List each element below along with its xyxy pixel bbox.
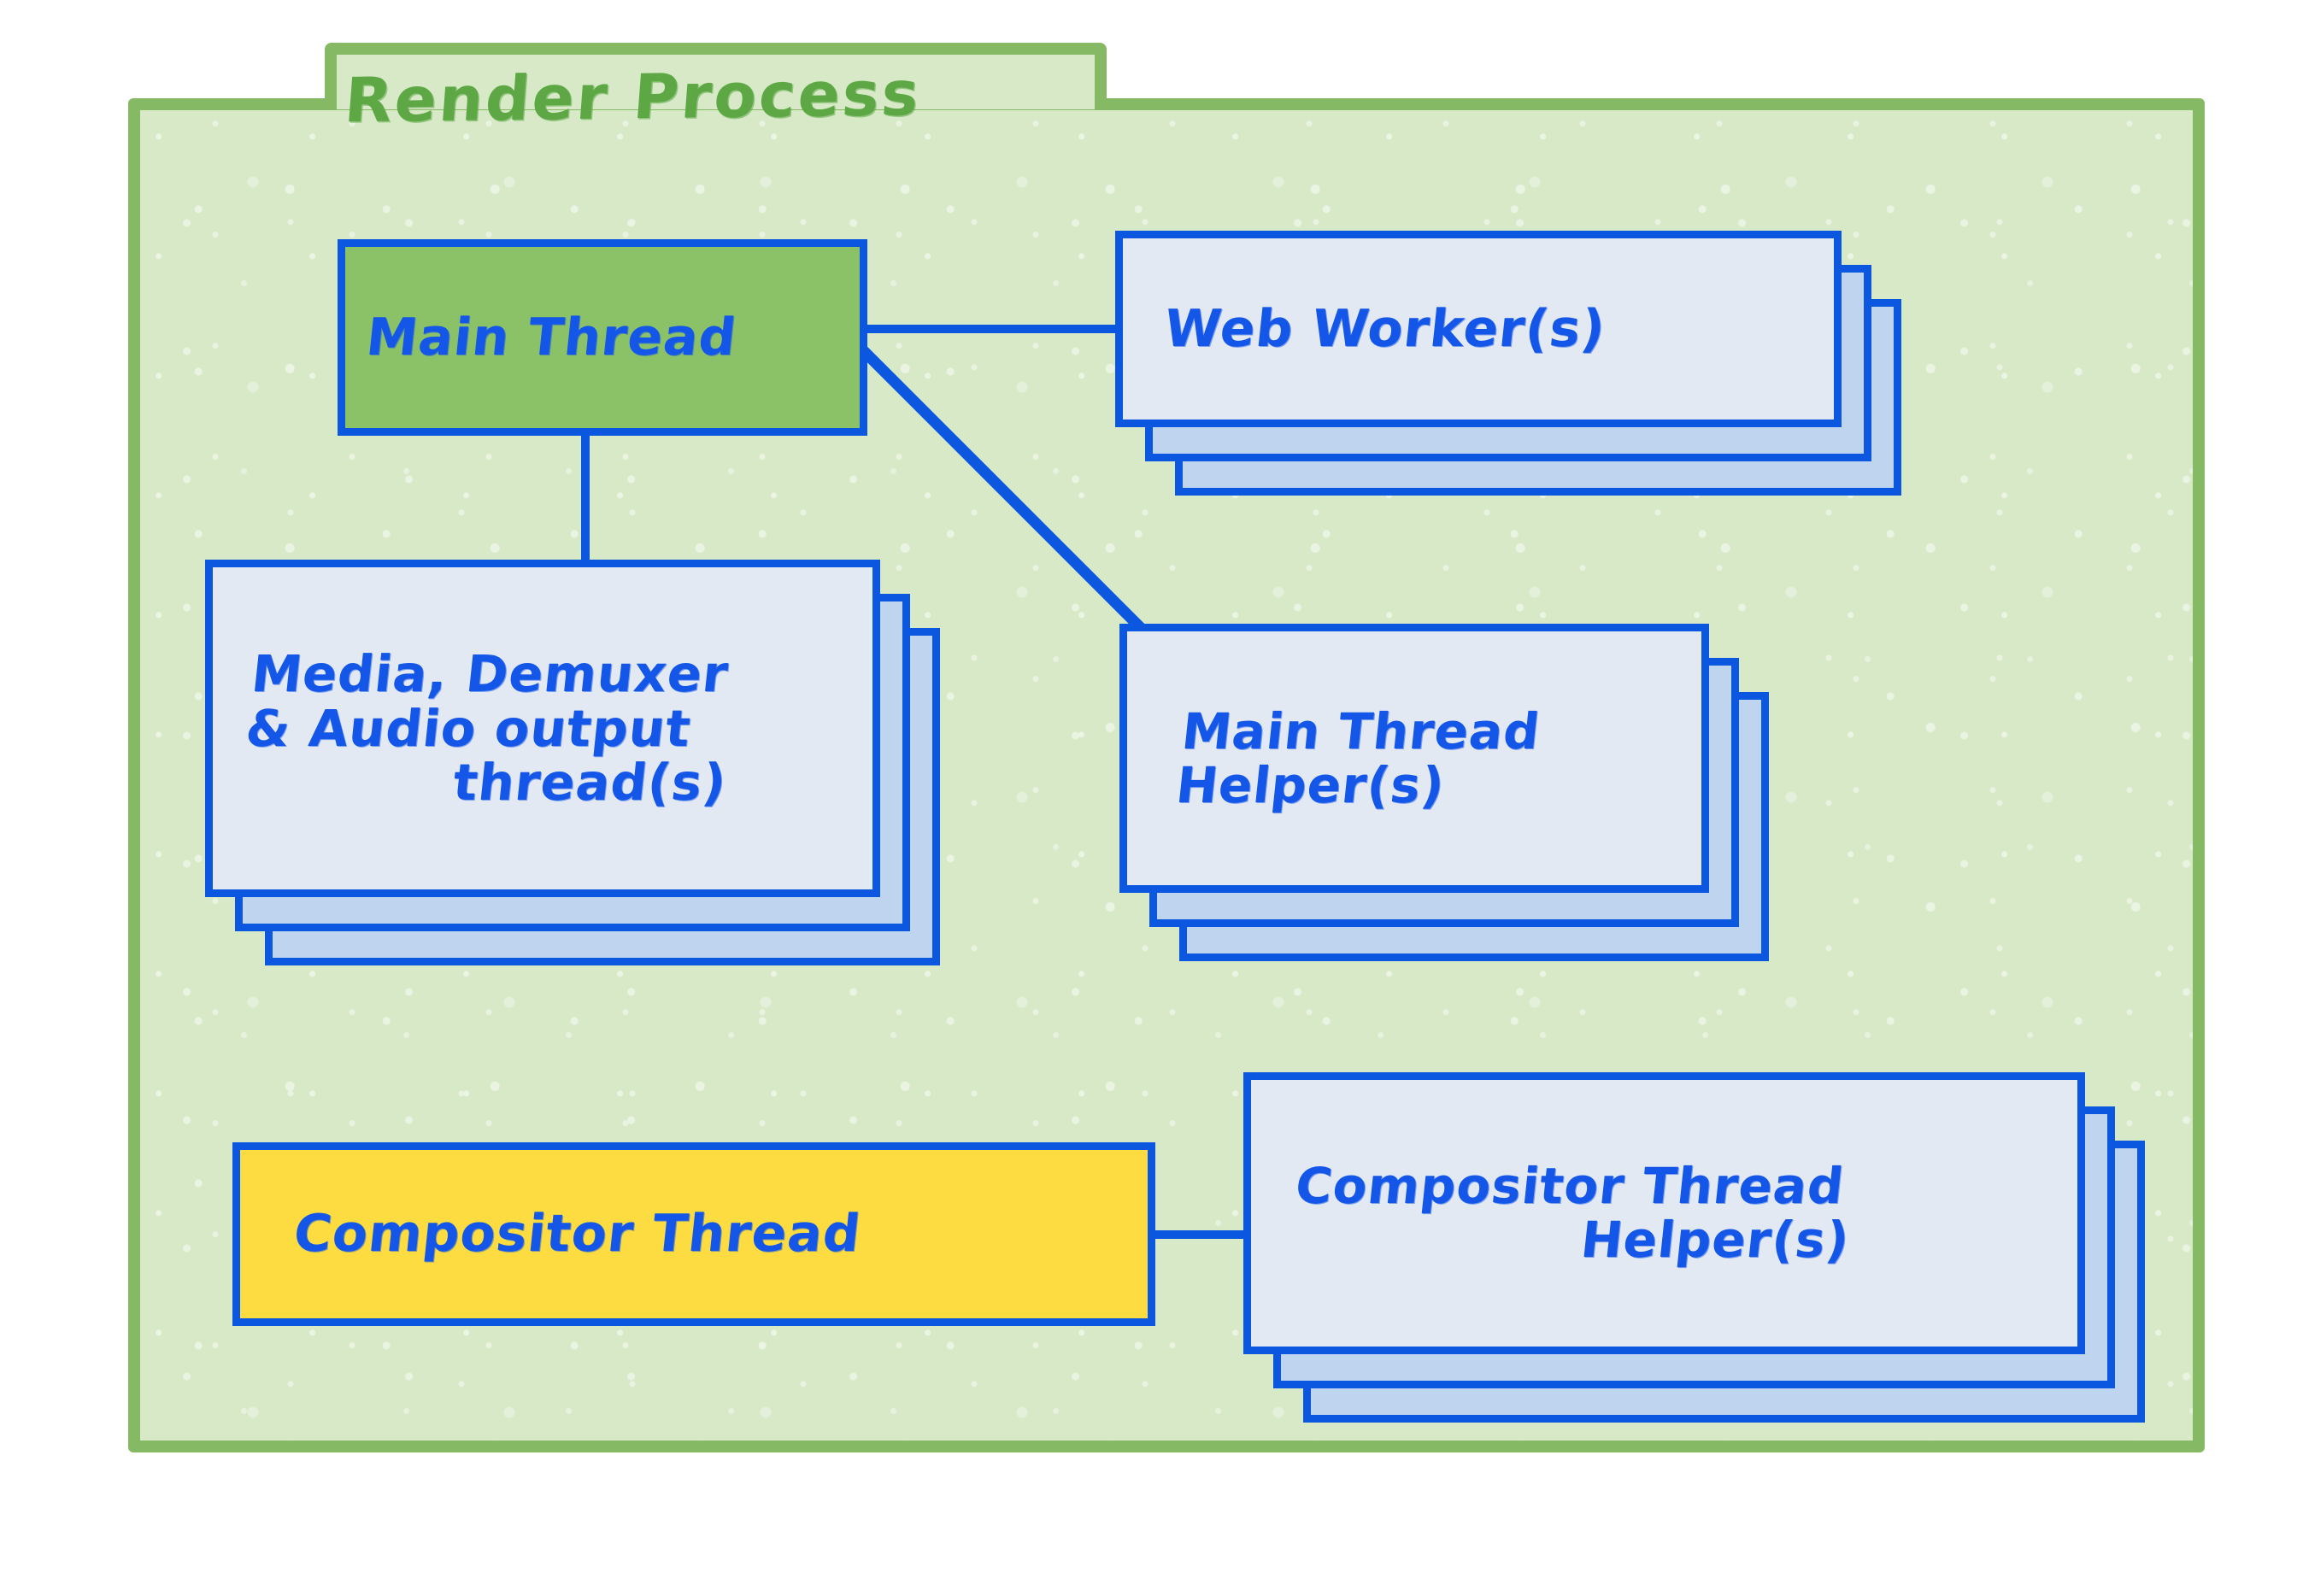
node-compositor-thread[interactable]: Compositor Thread [232,1142,1155,1326]
main-thread-helpers-card-front [1119,624,1709,893]
render-process-title-tab [325,43,1107,109]
node-main-thread[interactable]: Main Thread [338,239,867,436]
compositor-thread-helpers-card-front [1243,1072,2085,1354]
web-workers-card-front [1115,231,1842,427]
media-threads-card-front [205,560,880,897]
main-thread-card [338,239,867,436]
node-compositor-thread-helpers[interactable]: Compositor Thread Helper(s) [1243,1072,2166,1431]
page-title: Render Process [342,57,924,137]
node-main-thread-helpers[interactable]: Main Thread Helper(s) [1119,624,1795,965]
node-web-workers[interactable]: Web Worker(s) [1115,231,1901,496]
node-media-demuxer-audio-threads[interactable]: Media, Demuxer & Audio output thread(s) [205,560,974,970]
connector-compositor-thread-to-helpers [1149,1230,1252,1239]
compositor-thread-card [232,1142,1155,1326]
connector-main-thread-to-media-threads [581,431,590,568]
connector-main-thread-to-web-workers [863,325,1119,333]
